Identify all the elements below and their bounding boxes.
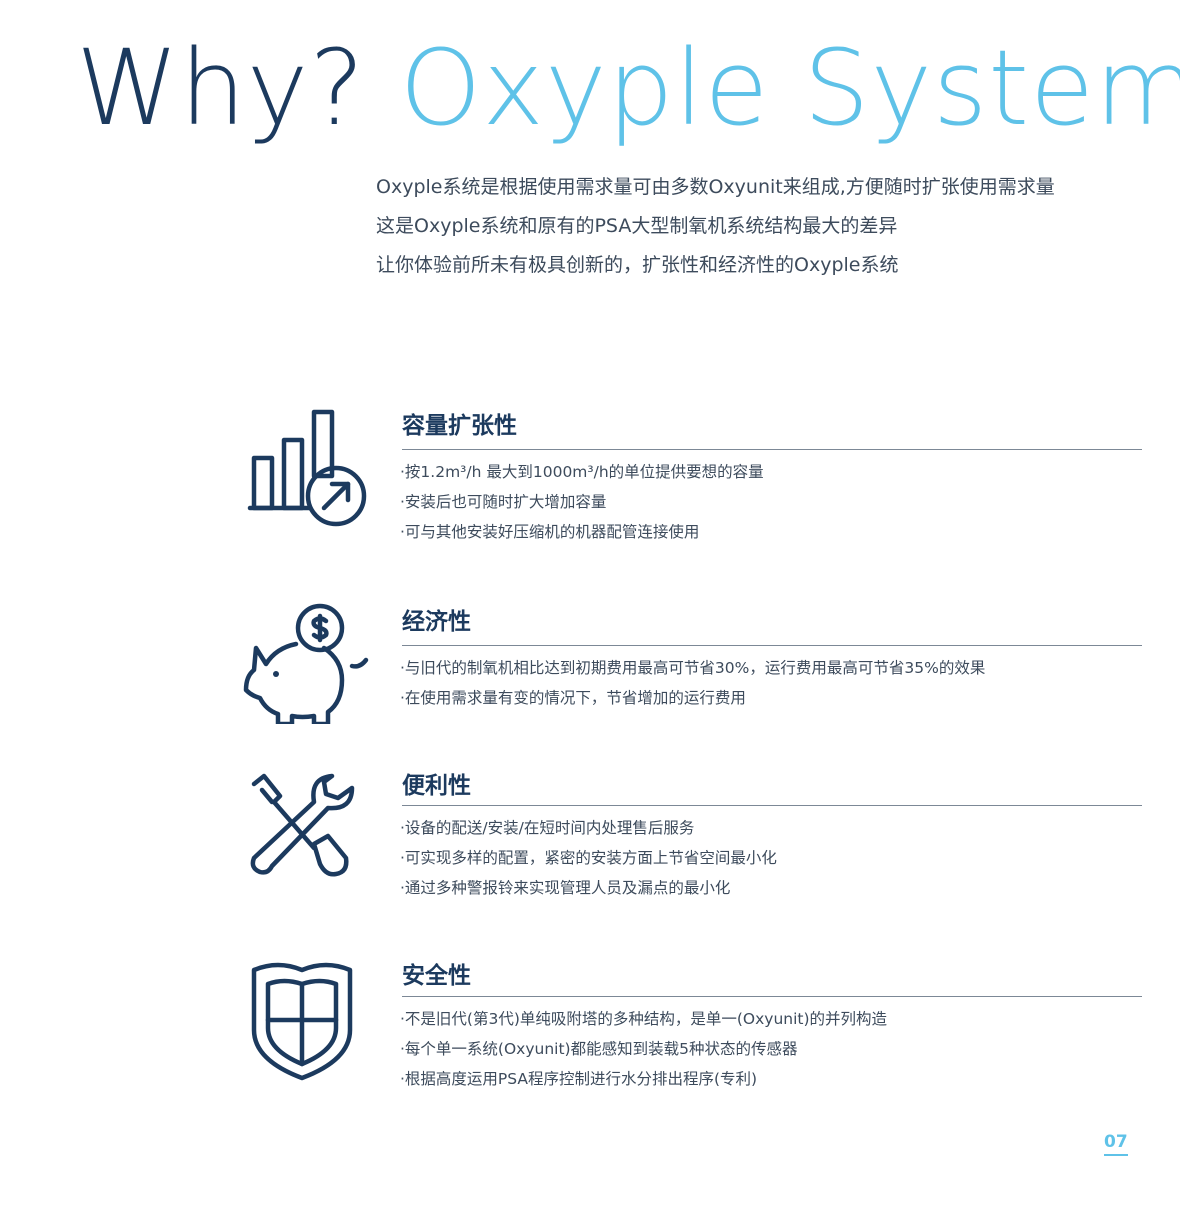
bullet-list: ·不是旧代(第3代)单纯吸附塔的多种结构，是单一(Oxyunit)的并列构造 ·… — [400, 1004, 887, 1094]
list-item: ·可与其他安装好压缩机的机器配管连接使用 — [400, 523, 700, 541]
divider — [402, 996, 1142, 997]
divider — [402, 449, 1142, 450]
section-heading: 经济性 — [402, 609, 471, 635]
piggy-bank-icon — [240, 600, 380, 728]
list-item: ·通过多种警报铃来实现管理人员及漏点的最小化 — [400, 879, 731, 897]
list-item: ·根据高度运用PSA程序控制进行水分排出程序(专利) — [400, 1070, 758, 1088]
shield-icon — [240, 958, 366, 1088]
tools-icon — [240, 770, 364, 884]
title-why: Why? — [76, 27, 366, 149]
page-number: 07 — [1104, 1132, 1128, 1156]
bullet-list: ·设备的配送/安装/在短时间内处理售后服务 ·可实现多样的配置，紧密的安装方面上… — [400, 813, 777, 903]
list-item: ·在使用需求量有变的情况下，节省增加的运行费用 — [400, 689, 746, 707]
list-item: ·每个单一系统(Oxyunit)都能感知到装载5种状态的传感器 — [400, 1040, 798, 1058]
list-item: ·安装后也可随时扩大增加容量 — [400, 493, 607, 511]
list-item: ·设备的配送/安装/在短时间内处理售后服务 — [400, 819, 695, 837]
intro-line: Oxyple系统是根据使用需求量可由多数Oxyunit来组成,方便随时扩张使用需… — [376, 176, 1055, 198]
intro-line: 让你体验前所未有极具创新的，扩张性和经济性的Oxyple系统 — [376, 254, 899, 276]
bar-chart-growth-icon — [240, 408, 372, 534]
intro-text: Oxyple系统是根据使用需求量可由多数Oxyunit来组成,方便随时扩张使用需… — [376, 168, 1166, 285]
list-item: ·与旧代的制氧机相比达到初期费用最高可节省30%，运行费用最高可节省35%的效果 — [400, 659, 986, 677]
list-item: ·按1.2m³/h 最大到1000m³/h的单位提供要想的容量 — [400, 463, 764, 481]
intro-line: 这是Oxyple系统和原有的PSA大型制氧机系统结构最大的差异 — [376, 215, 898, 237]
list-item: ·不是旧代(第3代)单纯吸附塔的多种结构，是单一(Oxyunit)的并列构造 — [400, 1010, 888, 1028]
section-heading: 便利性 — [402, 773, 471, 799]
title-oxyple-system: Oxyple System — [399, 27, 1180, 149]
section-heading: 容量扩张性 — [402, 413, 517, 439]
section-heading: 安全性 — [402, 963, 471, 989]
bullet-list: ·按1.2m³/h 最大到1000m³/h的单位提供要想的容量 ·安装后也可随时… — [400, 457, 764, 547]
divider — [402, 645, 1142, 646]
divider — [402, 805, 1142, 806]
bullet-list: ·与旧代的制氧机相比达到初期费用最高可节省30%，运行费用最高可节省35%的效果… — [400, 653, 985, 713]
page-title: Why? Oxyple System — [76, 18, 1180, 158]
list-item: ·可实现多样的配置，紧密的安装方面上节省空间最小化 — [400, 849, 777, 867]
